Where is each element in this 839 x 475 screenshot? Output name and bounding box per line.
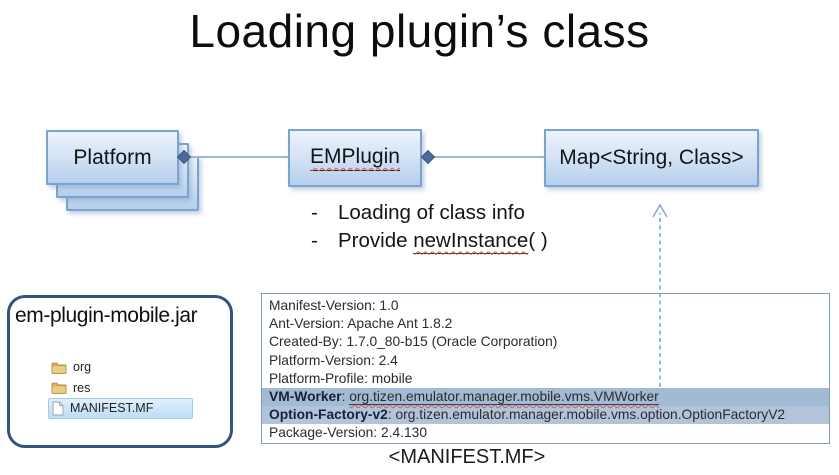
- manifest-line: Created-By: 1.7.0_80-b15 (Oracle Corpora…: [269, 334, 558, 350]
- jar-item-org[interactable]: org: [48, 357, 193, 378]
- map-label: Map<String, Class>: [559, 146, 744, 169]
- jar-item-label: MANIFEST.MF: [70, 401, 154, 416]
- connector-platform-emplugin: [179, 156, 288, 158]
- dashed-arrow-up-icon: [652, 203, 668, 387]
- platform-box: Platform: [46, 130, 179, 185]
- manifest-line: Package-Version: 2.4.130: [269, 425, 428, 441]
- optionfactory-value: org.tizen.emulator.manager.mobile.vms.op…: [395, 407, 786, 423]
- manifest-line: Platform-Profile: mobile: [269, 370, 413, 386]
- manifest-line: Platform-Version: 2.4: [269, 352, 398, 368]
- manifest-key: Option-Factory-v2: [269, 407, 388, 423]
- bullet-item: - Provide newInstance( ): [311, 227, 548, 255]
- jar-panel: em-plugin-mobile.jar org r: [7, 295, 233, 448]
- connector-emplugin-map: [422, 156, 544, 158]
- page-title: Loading plugin’s class: [189, 5, 650, 57]
- diamond-connector-icon: [420, 149, 436, 165]
- file-icon: [52, 400, 64, 416]
- bullet-dash: -: [311, 201, 318, 224]
- vmworker-value: org.tizen.emulator.manager.mobile.vms.VM…: [349, 388, 659, 405]
- bullet-item: - Loading of class info: [311, 199, 548, 227]
- jar-title: em-plugin-mobile.jar: [15, 304, 198, 327]
- emplugin-label: EMPlugin: [310, 145, 400, 171]
- bullet-dash: -: [311, 228, 318, 252]
- bullet-text: Provide newInstance( ): [338, 228, 548, 254]
- jar-item-label: res: [73, 380, 91, 395]
- bullet-text: Loading of class info: [338, 201, 525, 224]
- manifest-line-option-factory: Option-Factory-v2: org.tizen.emulator.ma…: [262, 406, 829, 425]
- emplugin-box: EMPlugin: [288, 129, 422, 187]
- manifest-box: Manifest-Version: 1.0 Ant-Version: Apach…: [261, 293, 830, 444]
- manifest-caption: <MANIFEST.MF>: [388, 446, 546, 468]
- jar-item-manifest[interactable]: MANIFEST.MF: [48, 398, 193, 419]
- manifest-line: Ant-Version: Apache Ant 1.8.2: [269, 316, 453, 332]
- manifest-line-vm-worker: VM-Worker: org.tizen.emulator.manager.mo…: [262, 387, 829, 407]
- manifest-key: VM-Worker: [269, 388, 342, 404]
- jar-item-res[interactable]: res: [48, 378, 193, 399]
- newinstance-underlined: newInstance: [413, 228, 529, 254]
- platform-label: Platform: [73, 145, 152, 169]
- jar-file-list: org res MANIFEST.MF: [48, 357, 193, 419]
- folder-icon: [51, 361, 67, 374]
- folder-icon: [51, 381, 67, 395]
- jar-item-label: org: [73, 360, 92, 375]
- map-box: Map<String, Class>: [544, 129, 759, 187]
- manifest-line: Manifest-Version: 1.0: [269, 298, 399, 313]
- bullet-list: - Loading of class info - Provide newIns…: [311, 199, 548, 254]
